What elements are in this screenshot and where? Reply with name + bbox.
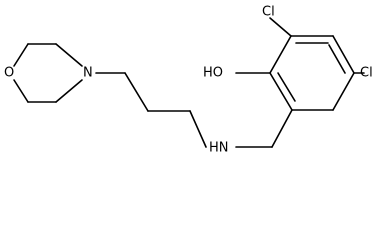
bond-morpholine-top-n xyxy=(55,43,83,67)
bond-morpholine-n-bottom xyxy=(55,79,83,103)
bond-ring-c1-c2 xyxy=(269,72,293,111)
bond-ring-c6-c1 xyxy=(269,35,292,74)
morpholine-oxygen-label: O xyxy=(4,66,14,81)
bond-chain-to-amine xyxy=(189,110,207,148)
bond-ring-c4-c5 xyxy=(332,35,355,74)
bond-chain-1 xyxy=(124,72,149,112)
benzene-ring xyxy=(269,35,355,111)
bond-ring-c3-c4 xyxy=(332,72,355,111)
substituent-bonds xyxy=(235,17,365,74)
bond-morpholine-o-top xyxy=(13,43,29,67)
chemical-structure-diagram: Cl Cl HO HN O N xyxy=(4,5,373,156)
chlorine-right-label: Cl xyxy=(360,66,373,81)
amine-label: HN xyxy=(209,141,229,156)
bond-ring-top-chlorine xyxy=(269,17,292,37)
chlorine-top-label: Cl xyxy=(262,5,275,20)
benzyl-linker xyxy=(235,109,293,148)
morpholine-ring xyxy=(13,43,83,103)
propyl-linker xyxy=(95,72,207,148)
bond-morpholine-bottom-o xyxy=(13,79,29,103)
atom-labels: Cl Cl HO HN O N xyxy=(4,5,373,156)
bond-ch2-ring xyxy=(271,109,293,148)
bond-ring-double-right xyxy=(328,44,346,74)
bond-ring-double-left xyxy=(277,72,296,102)
morpholine-nitrogen-label: N xyxy=(83,66,93,81)
hydroxyl-label: HO xyxy=(203,66,223,81)
